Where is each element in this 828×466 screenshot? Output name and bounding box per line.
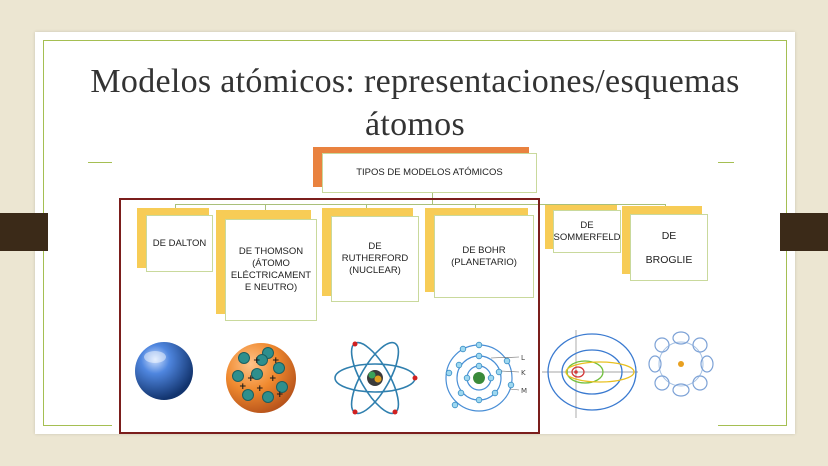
svg-text:+: + bbox=[256, 384, 264, 394]
classic-models-highlight bbox=[119, 198, 540, 434]
rutherford-atom-icon bbox=[334, 341, 418, 415]
dalton-node: DE DALTON bbox=[146, 215, 213, 272]
slide-title: Modelos atómicos: representaciones/esque… bbox=[90, 63, 740, 143]
svg-text:+: + bbox=[239, 382, 247, 392]
svg-text:+: + bbox=[247, 374, 255, 384]
left-decoration-tab bbox=[0, 213, 48, 251]
thomson-pudding-icon: +++ ++++ bbox=[226, 343, 296, 413]
bohr-node: DE BOHR (PLANETARIO) bbox=[434, 215, 534, 298]
thomson-node: DE THOMSON (ÁTOMO ELÉCTRICAMENT E NEUTRO… bbox=[225, 219, 317, 321]
svg-text:+: + bbox=[269, 374, 277, 384]
right-decoration-tab bbox=[780, 213, 828, 251]
title-underline-left bbox=[88, 162, 114, 163]
svg-text:+: + bbox=[253, 356, 261, 366]
bohr-shell-label-k: K bbox=[521, 369, 526, 377]
bohr-atom-icon: L K M bbox=[445, 341, 527, 412]
connector-horizontal bbox=[175, 204, 665, 205]
connector-thomson bbox=[265, 204, 266, 212]
broglie-wave-icon bbox=[648, 331, 714, 397]
svg-text:+: + bbox=[272, 356, 280, 366]
sommerfeld-orbits-icon bbox=[542, 330, 638, 418]
dalton-sphere-icon bbox=[135, 342, 193, 400]
bohr-shell-label-m: M bbox=[521, 387, 527, 395]
sommerfeld-node: DE SOMMERFELD bbox=[553, 210, 621, 253]
title-underline-right bbox=[716, 162, 734, 163]
rutherford-node: DE RUTHERFORD (NUCLEAR) bbox=[331, 216, 419, 302]
root-node: TIPOS DE MODELOS ATÓMICOS bbox=[322, 153, 537, 193]
broglie-node: DE BROGLIE bbox=[630, 214, 708, 281]
svg-text:+: + bbox=[276, 390, 284, 400]
bohr-shell-label-l: L bbox=[521, 354, 525, 362]
